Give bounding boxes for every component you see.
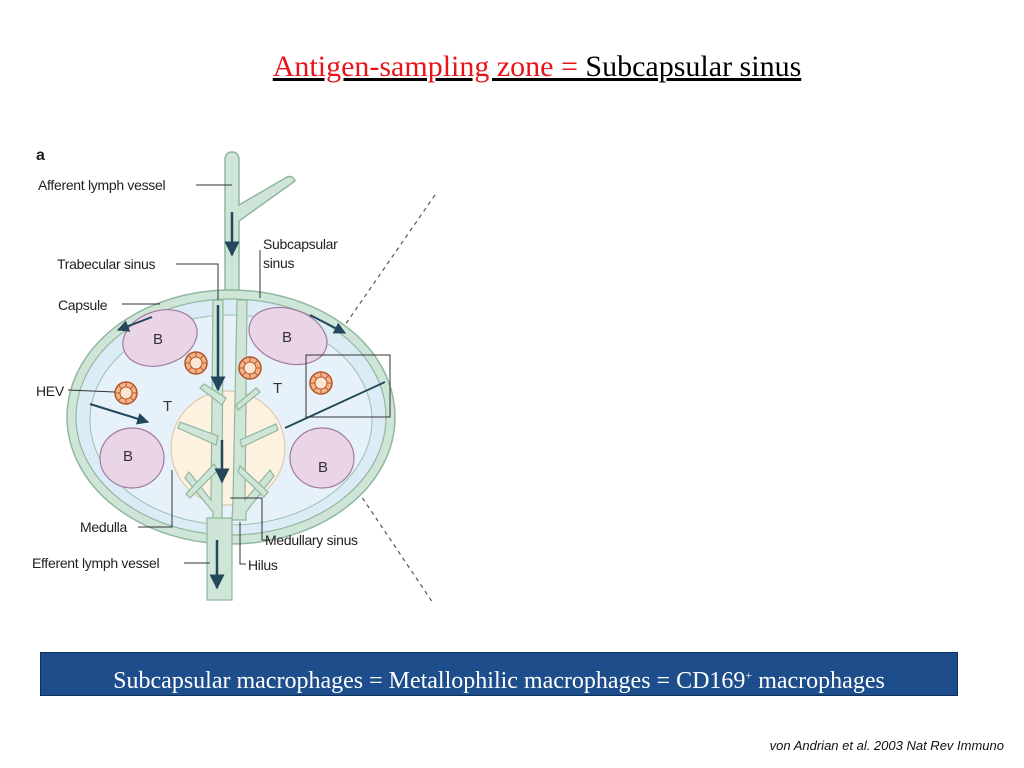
lymph-node: B B B B T T: [66, 289, 396, 601]
banner-superscript: +: [745, 668, 753, 682]
label-subcapsular-sinus: Subcapsular: [263, 236, 338, 252]
hev-cell: [114, 381, 138, 405]
banner-text-end: macrophages: [752, 668, 885, 694]
label-afferent-lymph-vessel: Afferent lymph vessel: [38, 177, 165, 193]
citation: von Andrian et al. 2003 Nat Rev Immuno: [769, 738, 1004, 753]
hev-cell: [184, 351, 208, 375]
b-zone-label: B: [153, 331, 163, 348]
hev-cell: [309, 371, 333, 395]
label-efferent-lymph-vessel: Efferent lymph vessel: [32, 555, 159, 571]
afferent-lymph-vessel: [224, 151, 296, 301]
banner-text: Subcapsular macrophages = Metallophilic …: [41, 653, 957, 703]
zoom-box: [305, 354, 391, 418]
label-hilus: Hilus: [248, 557, 278, 573]
banner-text-main: Subcapsular macrophages = Metallophilic …: [113, 668, 746, 694]
panel-label: a: [36, 147, 45, 164]
b-zone-label: B: [318, 459, 328, 476]
t-zone-label: T: [273, 380, 282, 397]
efferent-lymph-vessel: [206, 517, 233, 601]
label-medullary-sinus: Medullary sinus: [265, 532, 358, 548]
slide-title: Antigen-sampling zone = Subcapsular sinu…: [0, 50, 1024, 84]
title-main: Subcapsular sinus: [585, 50, 802, 83]
b-zone-label: B: [282, 329, 292, 346]
macrophage-banner: Subcapsular macrophages = Metallophilic …: [40, 652, 958, 696]
b-follicle: [248, 306, 328, 366]
leader-lines: [67, 184, 270, 565]
label-hev: HEV: [36, 383, 65, 399]
label-trabecular-sinus: Trabecular sinus: [57, 256, 155, 272]
b-follicle: [122, 309, 198, 367]
title-highlight: Antigen-sampling zone =: [272, 50, 586, 83]
b-follicle: [99, 427, 165, 489]
flow-arrow: [89, 403, 150, 425]
flow-arrow: [116, 316, 153, 332]
label-subcapsular-sinus-2: sinus: [263, 255, 294, 271]
label-medulla: Medulla: [80, 519, 127, 535]
hev-cell: [238, 356, 262, 380]
t-zone-label: T: [163, 398, 172, 415]
b-follicle: [289, 427, 355, 489]
medullary-sinus: [177, 299, 279, 521]
medulla-region: [170, 390, 286, 506]
b-zone-label: B: [123, 448, 133, 465]
flow-arrow: [309, 314, 347, 334]
label-capsule: Capsule: [58, 297, 108, 313]
flow-arrow: [284, 381, 386, 429]
